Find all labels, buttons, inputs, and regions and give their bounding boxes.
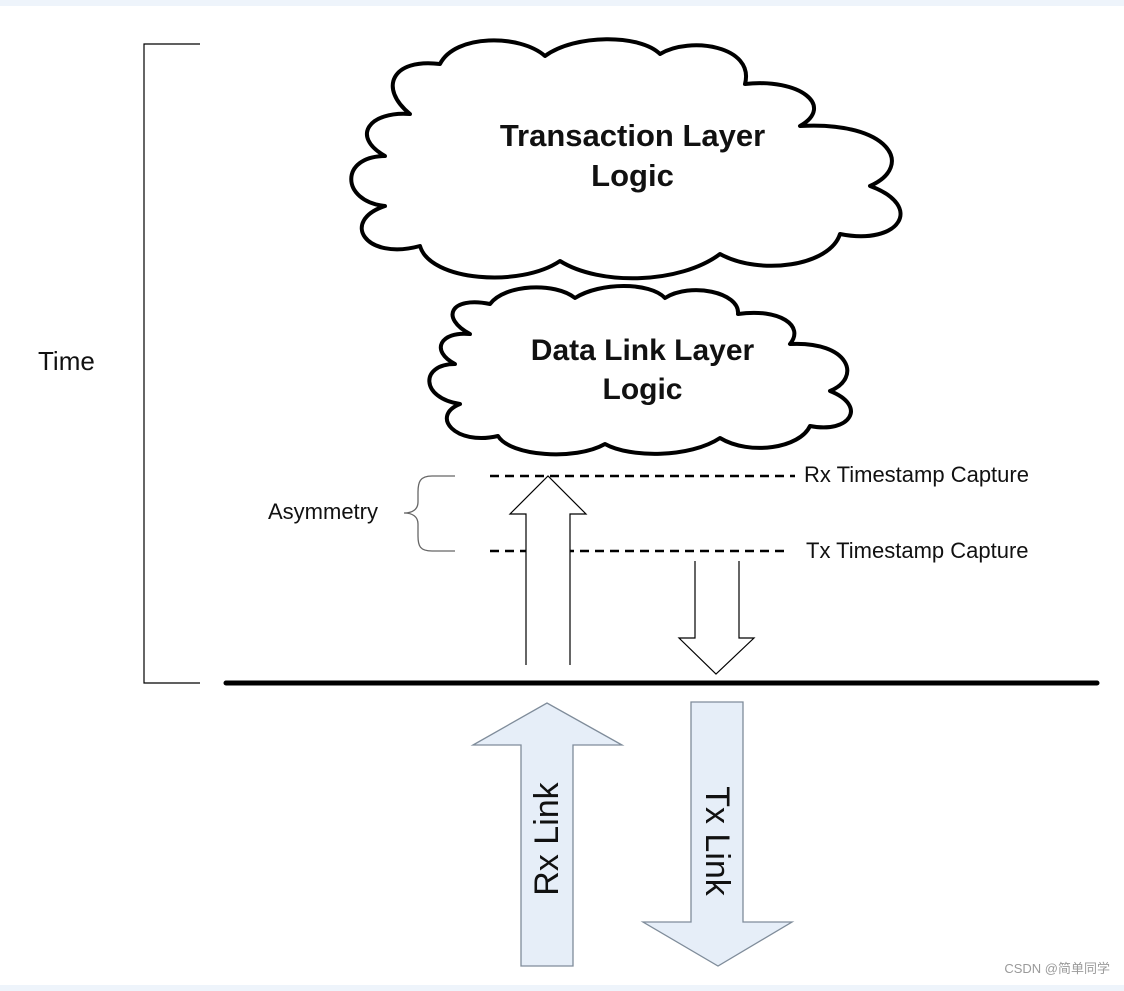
rx-link-label: Rx Link [528,782,566,896]
tx-internal-down-arrow [677,561,756,675]
tx-link-arrow [640,701,795,967]
diagram-svg [143,37,1100,967]
data-link-layer-title: Data Link Layer Logic [490,331,795,409]
time-bracket [143,43,200,684]
data-link-layer-cloud [427,284,853,457]
transaction-layer-cloud [349,37,903,281]
watermark-text: CSDN @简单同学 [1004,961,1110,976]
tx-timestamp-capture-label: Tx Timestamp Capture [806,538,1029,563]
diagram-canvas: Time Transaction Layer Logic Data Link L… [0,6,1124,985]
data-link-layer-line2: Logic [602,373,683,406]
rx-timestamp-capture-label: Rx Timestamp Capture [804,462,1029,487]
rx-link-arrow [470,702,625,967]
rx-internal-up-arrow [508,475,588,665]
transaction-layer-line1: Transaction Layer [499,118,766,153]
tx-link-label: Tx Link [698,786,736,896]
time-label: Time [38,346,95,376]
asymmetry-brace [403,475,455,552]
transaction-layer-line2: Logic [591,158,674,194]
asymmetry-label: Asymmetry [268,499,378,524]
transaction-layer-title: Transaction Layer Logic [460,116,805,197]
data-link-layer-line1: Data Link Layer [530,334,755,367]
